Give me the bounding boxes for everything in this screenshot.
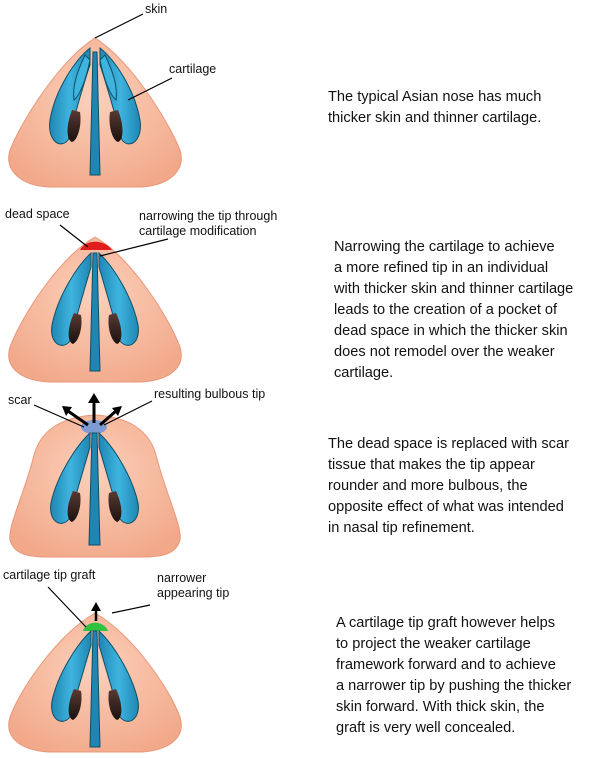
nostrils (67, 110, 123, 142)
description-2: Narrowing the cartilage to achieve a mor… (334, 239, 574, 381)
description-3: The dead space is replaced with scar tis… (328, 436, 569, 536)
nose-illustration-2 (8, 224, 182, 383)
nose-illustration-3 (9, 393, 181, 558)
panel-4: cartilage tip graft narrower appearing t… (0, 565, 600, 758)
bulging-arrows (62, 393, 122, 427)
nostrils (68, 313, 122, 344)
label-dead-space: dead space (5, 207, 70, 221)
nostrils (67, 491, 122, 522)
label-narrowing: narrowing the tip through cartilage modi… (139, 209, 278, 238)
label-graft: cartilage tip graft (3, 568, 96, 582)
cartilage (50, 431, 139, 546)
nose-illustration-1 (8, 13, 182, 188)
tip-graft (83, 622, 108, 631)
label-cartilage: cartilage (169, 62, 217, 76)
description-4: A cartilage tip graft however helps to p… (336, 615, 572, 736)
cartilage (51, 629, 139, 748)
panel-3: scar resulting bulbous tip The dead spac… (0, 385, 600, 565)
label-scar: scar (8, 393, 32, 407)
description-1: The typical Asian nose has much thicker … (328, 89, 542, 126)
label-skin: skin (145, 2, 168, 16)
leader-lines (33, 400, 153, 428)
panel-2: dead space narrowing the tip through car… (0, 195, 600, 385)
cartilage (49, 46, 141, 176)
leader-lines (47, 586, 151, 628)
label-narrower: narrower appearing tip (157, 571, 230, 600)
cartilage (51, 251, 139, 372)
leader-lines (59, 224, 169, 257)
nostrils (68, 689, 122, 720)
nose-illustration-4 (8, 586, 182, 753)
projection-arrow (91, 602, 101, 621)
dead-space (80, 241, 112, 250)
label-bulbous: resulting bulbous tip (154, 387, 266, 401)
leader-lines (94, 13, 173, 101)
panel-1: skin cartilage The typical Asian nose ha… (0, 0, 600, 190)
